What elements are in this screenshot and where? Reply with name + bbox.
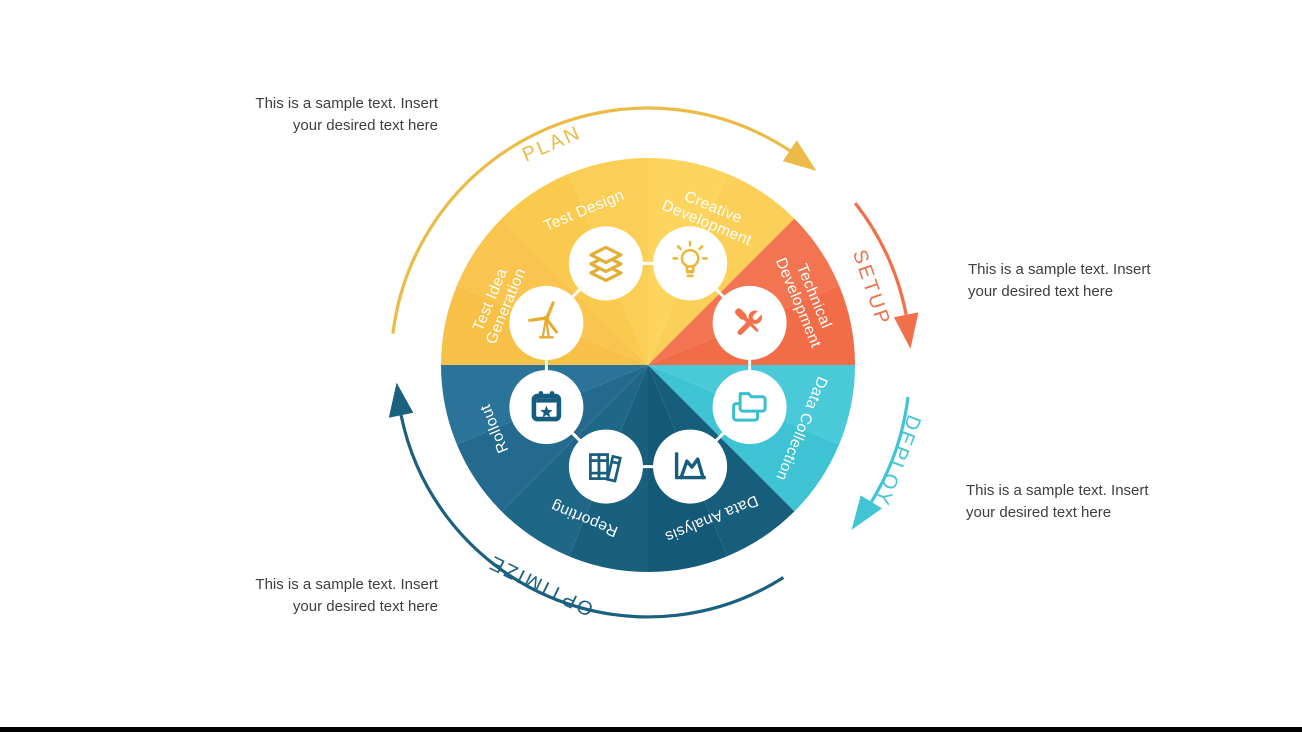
lightbulb-icon [653,226,728,301]
placeholder-text-bottom-left[interactable]: This is a sample text. Insert your desir… [198,574,438,618]
wind-turbine-icon-glyph [528,301,559,339]
plan-arc-arrowhead-icon [782,140,817,171]
placeholder-text-right-top[interactable]: This is a sample text. Insert your desir… [968,259,1208,303]
chart-icon-glyph [674,452,706,480]
note-line: This is a sample text. Insert [966,482,1149,499]
wind-turbine-icon [509,285,584,360]
note-line: This is a sample text. Insert [255,576,438,593]
deploy-arc-arrowhead-icon [851,495,882,530]
setup-arc-arrowhead-icon [893,312,919,349]
setup-arc [853,202,908,316]
note-line: your desired text here [292,598,438,615]
layers-icon [568,226,643,301]
folders-icon [712,370,787,445]
tools-icon [712,285,787,360]
placeholder-text-top-left[interactable]: This is a sample text. Insert your desir… [198,93,438,137]
optimize-arc-arrowhead-icon [388,382,414,418]
plan-arc [391,106,791,334]
note-line: This is a sample text. Insert [968,261,1151,278]
books-icon [568,429,643,504]
optimize-arc-label: OPTIMIZE [484,550,597,620]
window-bottom-edge [0,727,1302,732]
layers-icon-glyph [589,245,623,282]
calendar-icon [509,370,584,445]
calendar-icon-glyph [531,391,562,422]
optimize-arc [399,414,785,619]
deploy-arc [870,396,910,503]
placeholder-text-right-bottom[interactable]: This is a sample text. Insert your desir… [966,480,1206,524]
note-line: your desired text here [292,117,438,134]
folders-icon-glyph [732,392,767,422]
note-line: your desired text here [968,283,1114,300]
note-line: your desired text here [966,504,1112,521]
icon-circle [653,226,728,301]
chart-icon [653,429,728,504]
tools-icon-glyph [735,308,765,335]
books-icon-glyph [589,453,622,483]
note-line: This is a sample text. Insert [255,95,438,112]
lightbulb-icon-glyph [672,240,708,278]
deploy-arc-label: DEPLOY [870,412,925,510]
